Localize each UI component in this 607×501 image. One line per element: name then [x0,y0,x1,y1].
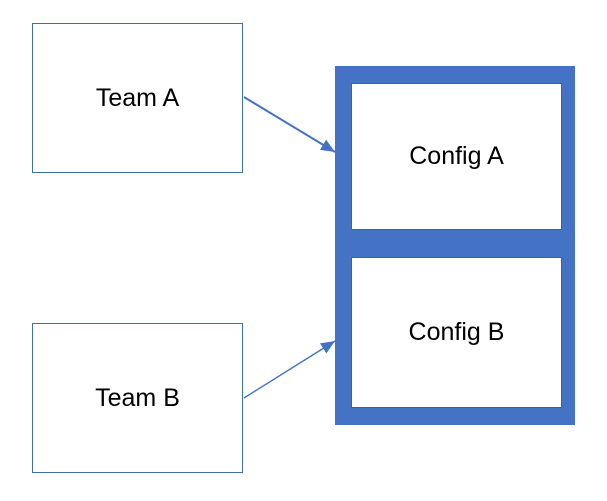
config-b-node: Config B [351,257,562,408]
arrow-team-b-to-config-b [243,340,336,399]
team-b-node: Team B [32,323,243,473]
team-a-label: Team A [95,83,180,112]
team-a-node: Team A [32,23,243,173]
config-container: Config A Config B [335,66,575,425]
team-b-label: Team B [95,383,180,412]
arrow-team-a-to-config-a [243,96,336,153]
config-a-node: Config A [351,83,562,230]
config-b-label: Config B [408,318,505,346]
config-a-label: Config A [409,142,504,170]
